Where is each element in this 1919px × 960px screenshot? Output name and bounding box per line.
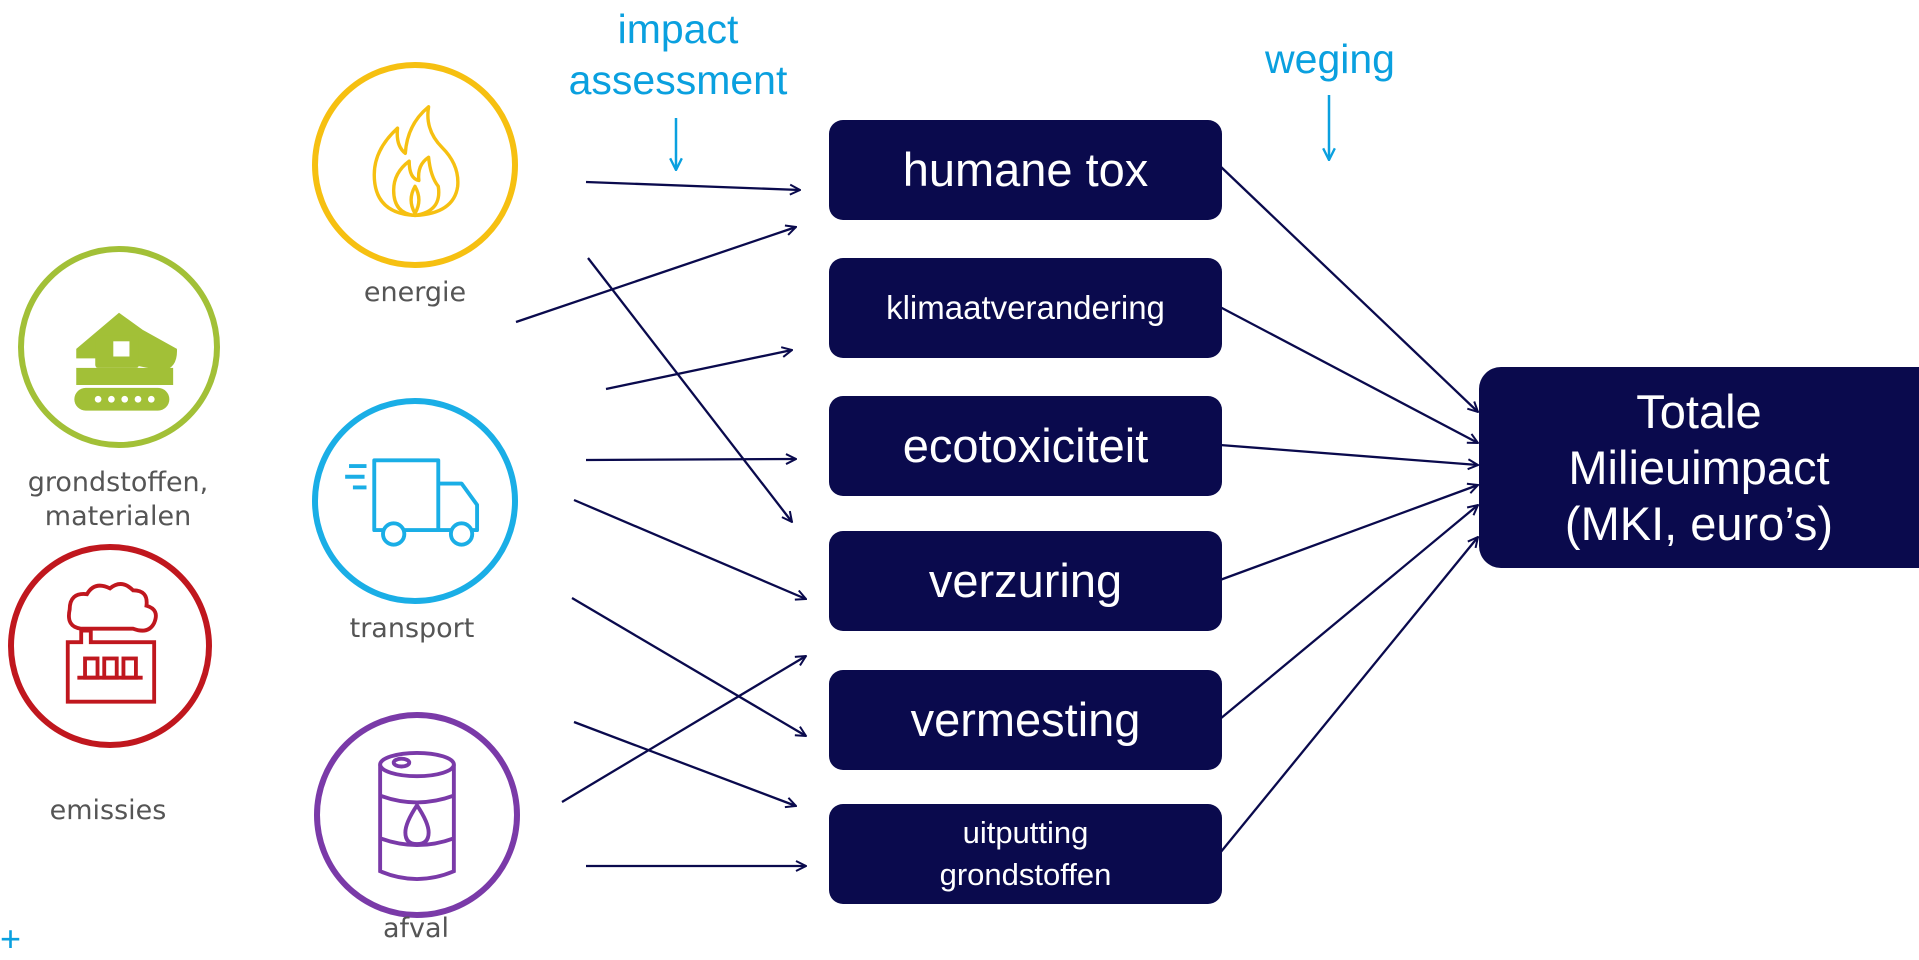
- energie-caption: energie: [363, 277, 467, 308]
- weging-label: weging: [1265, 36, 1395, 82]
- category-uitputting-line2: grondstoffen: [939, 857, 1112, 892]
- factory-icon: [65, 582, 158, 704]
- arrow-line: [1219, 443, 1478, 465]
- arrow-line: [561, 656, 806, 803]
- total-line1: Totale: [1636, 384, 1762, 438]
- arrow-line: [1219, 305, 1478, 443]
- oil-barrel-icon: [378, 750, 456, 881]
- arrow-line: [571, 597, 806, 736]
- category-verzuring-label: verzuring: [928, 554, 1123, 607]
- arrow-line: [515, 227, 796, 324]
- category-klimaatverandering: klimaatverandering: [829, 258, 1222, 358]
- category-uitputting-grondstoffen: uitputting grondstoffen: [829, 804, 1222, 904]
- total-line3: (MKI, euro’s): [1564, 496, 1834, 550]
- arrow-line: [585, 180, 800, 190]
- category-humane-tox-label: humane tox: [902, 143, 1149, 196]
- energie-circle: [312, 62, 518, 268]
- arrow-line: [1219, 485, 1478, 582]
- corner-mark: +: [0, 918, 22, 959]
- arrow-line: [605, 350, 792, 391]
- impact-label-line1: impact: [617, 6, 739, 52]
- transport-circle: [312, 398, 518, 604]
- grondstoffen-caption-line2: materialen: [44, 501, 192, 532]
- arrow-line: [573, 720, 796, 806]
- flame-icon: [372, 105, 460, 218]
- category-vermesting-label: vermesting: [910, 693, 1141, 746]
- emissies-circle: [8, 544, 212, 748]
- arrow-line: [573, 498, 806, 599]
- category-vermesting: vermesting: [829, 670, 1222, 770]
- impact-assessment-label: impact assessment: [560, 4, 796, 106]
- afval-circle: [314, 712, 520, 918]
- category-uitputting-line1: uitputting: [962, 815, 1089, 850]
- total-milieuimpact-box: Totale Milieuimpact (MKI, euro’s): [1479, 367, 1919, 568]
- total-line2: Milieuimpact: [1568, 440, 1830, 494]
- emissies-caption: emissies: [49, 795, 167, 826]
- grondstoffen-circle: [18, 246, 220, 448]
- excavator-icon: [74, 312, 178, 411]
- truck-icon: [345, 458, 480, 547]
- grondstoffen-caption-line1: grondstoffen,: [27, 467, 209, 498]
- category-ecotoxiciteit: ecotoxiciteit: [829, 396, 1222, 496]
- arrow-line: [1219, 505, 1478, 720]
- category-verzuring: verzuring: [829, 531, 1222, 631]
- category-humane-tox: humane tox: [829, 120, 1222, 220]
- arrow-line: [1219, 537, 1478, 854]
- arrow-line: [587, 257, 792, 522]
- category-ecotox-label: ecotoxiciteit: [902, 419, 1149, 472]
- grondstoffen-caption: grondstoffen, materialen: [8, 466, 228, 534]
- arrow-line: [585, 459, 796, 460]
- transport-caption: transport: [349, 613, 475, 644]
- arrow-line: [1219, 165, 1478, 412]
- category-klimaat-label: klimaatverandering: [886, 289, 1165, 326]
- impact-label-line2: assessment: [568, 57, 788, 103]
- afval-caption: afval: [382, 913, 450, 944]
